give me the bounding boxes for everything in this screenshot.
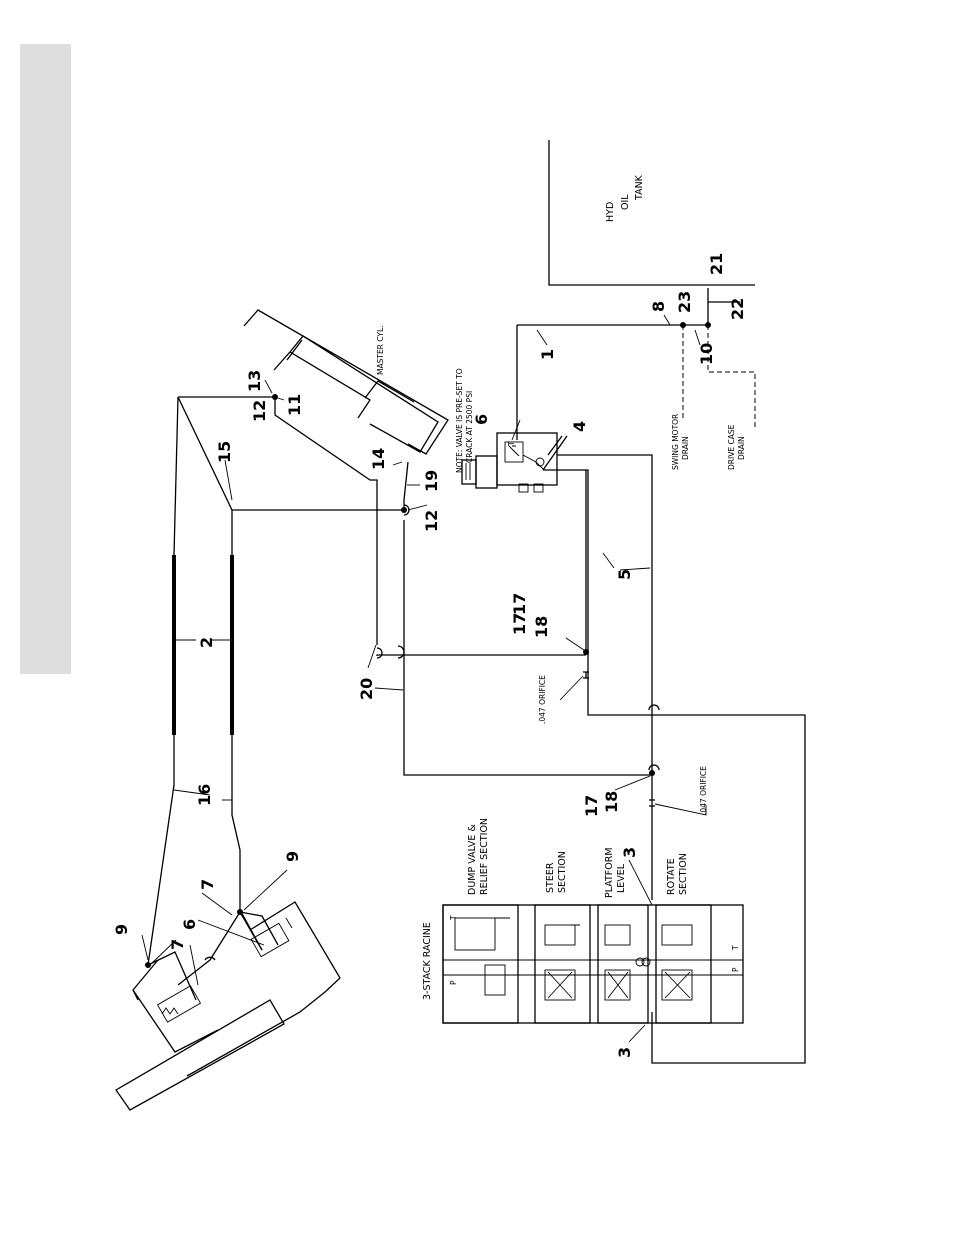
dump-valve-label-2: RELIEF SECTION bbox=[479, 818, 490, 895]
steer-label-2: SECTION bbox=[557, 851, 568, 893]
relief-note-line1: NOTE: VALVE IS PRE-SET TO bbox=[455, 368, 464, 473]
callout-18-lower: 18 bbox=[602, 791, 621, 813]
platform-label-2: LEVEL bbox=[616, 863, 627, 893]
callout-1: 1 bbox=[538, 349, 557, 360]
junction-22 bbox=[705, 322, 711, 328]
callout-20: 20 bbox=[357, 678, 376, 700]
callout-19: 19 bbox=[422, 470, 441, 492]
rotate-label-1: ROTATE bbox=[666, 858, 677, 895]
callout-3-top: 3 bbox=[620, 847, 639, 858]
callout-6-valve: 6 bbox=[472, 414, 491, 425]
callout-16: 16 bbox=[195, 784, 214, 806]
rotate-label-2: SECTION bbox=[678, 853, 689, 895]
slave-cylinder-assembly bbox=[115, 901, 341, 1111]
callout-9-right: 9 bbox=[283, 851, 302, 862]
steer-label-1: STEER bbox=[545, 862, 556, 893]
junction-18-upper bbox=[583, 649, 589, 655]
tank-return-lines: SWING MOTOR DRAIN DRIVE CASE DRAIN bbox=[517, 288, 756, 470]
callout-17-a: 17 bbox=[510, 613, 529, 635]
callout-23: 23 bbox=[675, 291, 694, 313]
racine-port-t: T bbox=[449, 915, 458, 921]
callout-4: 4 bbox=[570, 421, 589, 432]
relief-note-line2: CRACK AT 2500 PSI bbox=[465, 391, 474, 463]
callout-10: 10 bbox=[697, 343, 716, 365]
pressure-lines-4-5 bbox=[542, 435, 806, 1064]
orifices: .047 ORIFICE .047 ORIFICE bbox=[538, 671, 708, 816]
swing-motor-drain-line1: SWING MOTOR bbox=[671, 414, 680, 470]
junction-23 bbox=[680, 322, 686, 328]
orifice-upper-label: .047 ORIFICE bbox=[538, 675, 547, 724]
callout-13: 13 bbox=[245, 370, 264, 392]
junction-9-right bbox=[237, 909, 243, 915]
master-cyl-label: MASTER CYL. bbox=[376, 325, 385, 375]
callout-11: 11 bbox=[285, 394, 304, 416]
port-t-label: T bbox=[507, 441, 516, 447]
dump-valve-label-1: DUMP VALVE & bbox=[467, 824, 478, 895]
racine-label: 3-STACK RACINE bbox=[422, 922, 433, 1000]
callout-3-bottom: 3 bbox=[615, 1047, 634, 1058]
callout-17-c: 17 bbox=[582, 795, 601, 817]
callout-7-left: 7 bbox=[168, 939, 187, 950]
callout-12-upper: 12 bbox=[250, 400, 269, 422]
callout-7-right: 7 bbox=[198, 879, 217, 890]
callout-17-b: 17 bbox=[510, 593, 529, 615]
racine-port-t-right: T bbox=[731, 945, 740, 951]
callout-14: 14 bbox=[369, 448, 388, 470]
tank-label-oil: OIL bbox=[620, 194, 631, 210]
page-side-tab bbox=[20, 44, 71, 674]
drive-case-drain-line1: DRIVE CASE bbox=[727, 424, 736, 470]
callout-8: 8 bbox=[649, 301, 668, 312]
callout-5: 5 bbox=[615, 569, 634, 580]
leader-lines bbox=[141, 314, 701, 1043]
swing-motor-drain-line2: DRAIN bbox=[681, 436, 690, 460]
drive-case-drain-line2: DRAIN bbox=[737, 436, 746, 460]
orifice-lower-label: .047 ORIFICE bbox=[699, 766, 708, 815]
racine-valve-stack: 3-STACK RACINE P T P T DUMP VALVE & RELI… bbox=[422, 818, 744, 1024]
junction-18-lower bbox=[649, 770, 655, 776]
relief-valve-block: T bbox=[461, 325, 558, 493]
racine-port-p: P bbox=[449, 980, 458, 985]
hyd-oil-tank: HYD OIL TANK bbox=[548, 140, 755, 286]
tank-label-tank: TANK bbox=[634, 174, 645, 201]
racine-port-p-right: P bbox=[731, 967, 740, 972]
junction-12-lower bbox=[401, 507, 407, 513]
boom-feed-lines bbox=[177, 394, 660, 776]
junction-9-left bbox=[145, 962, 151, 968]
callout-15: 15 bbox=[215, 441, 234, 463]
callout-numbers: 1 2 3 3 4 5 6 6 7 7 8 9 9 10 11 12 12 13… bbox=[112, 253, 747, 1058]
callout-21: 21 bbox=[707, 253, 726, 275]
callout-2: 2 bbox=[197, 637, 216, 648]
callout-18-upper: 18 bbox=[532, 616, 551, 638]
master-cylinder: MASTER CYL. bbox=[243, 309, 449, 455]
callout-22: 22 bbox=[728, 298, 747, 320]
platform-label-1: PLATFORM bbox=[604, 847, 615, 898]
callout-9-left: 9 bbox=[112, 924, 131, 935]
junction-12-upper bbox=[272, 394, 278, 400]
callout-6-slave: 6 bbox=[180, 919, 199, 930]
callout-12-lower: 12 bbox=[422, 510, 441, 532]
long-hoses bbox=[147, 396, 263, 966]
tank-label-hyd: HYD bbox=[605, 202, 616, 222]
